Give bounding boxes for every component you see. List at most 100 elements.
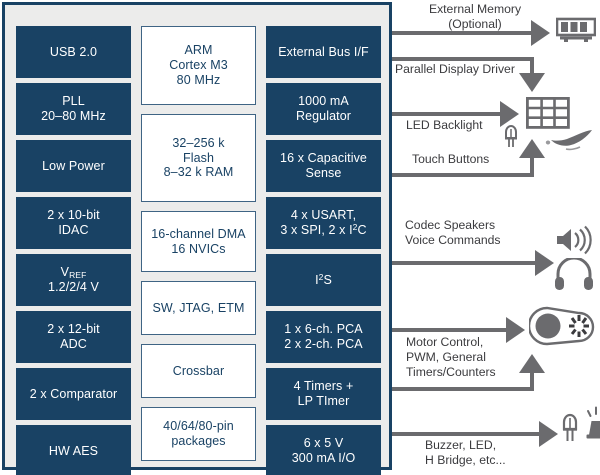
block-idac-line-0: 2 x 10-bit (47, 208, 100, 223)
label-touch-buttons: Touch Buttons (412, 152, 489, 167)
led-icon (502, 120, 520, 153)
block-packages-line-1: packages (171, 434, 226, 448)
block-adc-line-0: 2 x 12-bit (47, 322, 100, 337)
block-adc[interactable]: 2 x 12-bit ADC (16, 311, 131, 363)
block-timers-line-0: 4 Timers + (293, 379, 354, 394)
arrow-touch-buttons (519, 139, 545, 158)
block-serial[interactable]: 4 x USART, 3 x SPI, 2 x I2C (266, 197, 381, 249)
mcu-panel: USB 2.0 PLL 20–80 MHz Low Power 2 x 10-b… (2, 2, 392, 475)
block-io-line-0: 6 x 5 V (303, 436, 344, 451)
mcu-panel-inner: USB 2.0 PLL 20–80 MHz Low Power 2 x 10-b… (5, 5, 389, 475)
middle-column: ARM Cortex M3 80 MHz 32–256 k Flash 8–32… (141, 5, 256, 467)
buzzer-icon (582, 405, 600, 446)
headphones-icon (554, 256, 594, 295)
label-codec-speakers: Codec Speakers Voice Commands (405, 218, 501, 248)
block-ext-bus-line-0: External Bus I/F (278, 44, 369, 59)
label-touch-buttons-line-0: Touch Buttons (412, 152, 490, 166)
block-memory-line-0: 32–256 k (172, 135, 225, 150)
block-arm-core[interactable]: ARM Cortex M3 80 MHz (141, 26, 256, 105)
label-parallel-display-driver: Parallel Display Driver (395, 62, 515, 77)
block-regulator-line-0: 1000 mA (298, 94, 349, 109)
block-debug[interactable]: SW, JTAG, ETM (141, 281, 256, 335)
block-timers[interactable]: 4 Timers + LP TImer (266, 368, 381, 420)
block-pca[interactable]: 1 x 6-ch. PCA 2 x 2-ch. PCA (266, 311, 381, 363)
block-serial-line-0: 4 x USART, (290, 208, 357, 223)
block-regulator-line-1: Regulator (295, 109, 352, 123)
label-motor-control-line-0: Motor Control, (406, 335, 484, 349)
block-memory-line-2: 8–32 k RAM (163, 165, 234, 180)
block-memory[interactable]: 32–256 k Flash 8–32 k RAM (141, 114, 256, 202)
block-timers-line-1: LP TImer (297, 394, 350, 408)
label-external-memory: External Memory (Optional) (400, 2, 550, 32)
block-serial-line-1: 3 x SPI, 2 x I2C (280, 222, 367, 237)
arrow-motor-in (519, 354, 545, 373)
block-cap-sense-line-0: 16 x Capacitive (280, 151, 367, 166)
wire-motor-out (392, 328, 506, 332)
block-arm-core-line-2: 80 MHz (176, 72, 221, 87)
display-grid-icon (525, 96, 570, 134)
block-vref-line-1: 1.2/2/4 V (48, 280, 99, 294)
label-parallel-display-driver-line-0: Parallel Display Driver (395, 62, 515, 76)
label-buzzer-led-line-0: Buzzer, LED, (425, 438, 497, 452)
block-idac[interactable]: 2 x 10-bit IDAC (16, 197, 131, 249)
arrow-codec-speakers (535, 250, 554, 276)
label-motor-control: Motor Control, PWM, General Timers/Count… (406, 335, 496, 380)
label-led-backlight-line-0: LED Backlight (406, 118, 483, 132)
arrow-buzzer-led (539, 421, 558, 447)
block-hw-aes[interactable]: HW AES (16, 425, 131, 475)
label-codec-speakers-line-0: Codec Speakers (405, 218, 496, 232)
label-buzzer-led: Buzzer, LED, H Bridge, etc... (425, 438, 506, 468)
right-column: External Bus I/F 1000 mA Regulator 16 x … (266, 5, 381, 475)
wire-parallel-display-h (392, 57, 534, 61)
block-io-line-1: 300 mA I/O (291, 451, 356, 465)
wire-external-memory (392, 31, 531, 35)
block-arm-core-line-1: Cortex M3 (169, 58, 228, 73)
block-dma-nvic[interactable]: 16-channel DMA 16 NVICs (141, 211, 256, 272)
label-led-backlight: LED Backlight (406, 118, 483, 133)
wire-codec-speakers (392, 261, 535, 265)
block-dma-nvic-line-0: 16-channel DMA (151, 226, 246, 241)
block-packages[interactable]: 40/64/80-pin packages (141, 407, 256, 461)
wire-motor-in-h (392, 387, 534, 391)
motor-belt-icon (527, 305, 599, 356)
label-external-memory-line-1: (Optional) (448, 16, 502, 31)
block-io[interactable]: 6 x 5 V 300 mA I/O (266, 425, 381, 475)
wire-led-backlight (392, 112, 500, 116)
wire-touch-buttons-v (530, 157, 534, 175)
block-pll[interactable]: PLL 20–80 MHz (16, 83, 131, 135)
block-comparator[interactable]: 2 x Comparator (16, 368, 131, 420)
arrow-led-backlight (500, 101, 519, 127)
block-debug-line-0: SW, JTAG, ETM (152, 300, 245, 315)
block-crossbar[interactable]: Crossbar (141, 344, 256, 398)
block-packages-line-0: 40/64/80-pin (163, 419, 234, 434)
block-i2s-line-0: I2S (315, 271, 332, 287)
block-pll-line-0: PLL (62, 94, 85, 109)
block-arm-core-line-0: ARM (184, 43, 213, 58)
wire-buzzer-led (392, 432, 539, 436)
block-low-power-line-0: Low Power (42, 158, 105, 173)
block-regulator[interactable]: 1000 mA Regulator (266, 83, 381, 135)
block-low-power[interactable]: Low Power (16, 140, 131, 192)
block-cap-sense[interactable]: 16 x Capacitive Sense (266, 140, 381, 192)
block-hw-aes-line-0: HW AES (48, 443, 99, 458)
block-memory-line-1: Flash (182, 150, 215, 165)
block-usb[interactable]: USB 2.0 (16, 26, 131, 78)
block-i2s[interactable]: I2S (266, 254, 381, 306)
block-pll-line-1: 20–80 MHz (41, 109, 106, 123)
peripherals-area: External Memory (Optional) Parallel Disp… (392, 0, 600, 475)
block-vref-line-0: VREF (60, 265, 87, 281)
block-adc-line-1: ADC (60, 337, 87, 351)
block-vref[interactable]: VREF 1.2/2/4 V (16, 254, 131, 306)
hand-touch-icon (542, 128, 594, 159)
block-pca-line-1: 2 x 2-ch. PCA (284, 337, 363, 351)
block-usb-line-0: USB 2.0 (49, 44, 98, 59)
speaker-icon (554, 225, 592, 260)
wire-motor-in-v (530, 372, 534, 389)
wire-parallel-display-v (530, 57, 534, 75)
label-motor-control-line-1: PWM, General (406, 349, 486, 364)
block-ext-bus[interactable]: External Bus I/F (266, 26, 381, 78)
block-crossbar-line-0: Crossbar (172, 363, 225, 378)
arrow-motor-out (506, 317, 525, 343)
wire-touch-buttons-h (392, 173, 534, 177)
